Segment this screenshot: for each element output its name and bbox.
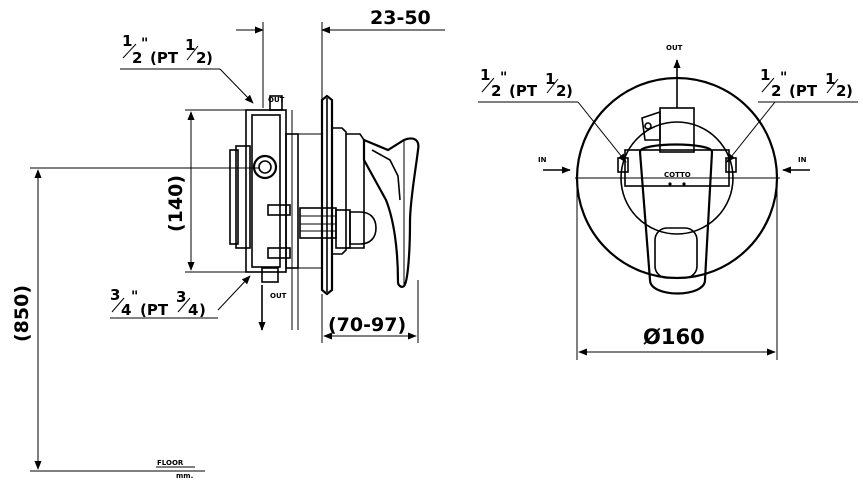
thread-top-whole: 1 — [122, 32, 132, 50]
thread-bottom-quote: " — [131, 289, 138, 305]
dim-protrusion-label: (70-97) — [328, 314, 406, 336]
dim-install-height: (850) FLOOR mm. — [11, 167, 260, 480]
front-right-whole: 1 — [760, 66, 770, 84]
thread-top-quote: " — [141, 36, 148, 52]
out-top-label: OUT — [268, 96, 285, 104]
thread-bottom-whole: 3 — [110, 286, 120, 304]
front-view: OUT COTTO IN IN 1 — [478, 44, 858, 360]
lever-front — [638, 143, 714, 295]
floor-label: FLOOR — [157, 459, 184, 467]
thread-top-den: 2 — [132, 49, 142, 67]
lever-handle — [362, 137, 420, 288]
front-right-pt-den: 2 — [836, 82, 846, 100]
diverter-knob — [299, 207, 377, 249]
dim-height: (140) — [165, 109, 246, 273]
front-in-left-label: IN — [538, 156, 547, 164]
front-left-pt: (PT — [509, 82, 538, 100]
dim-protrusion: (70-97) — [321, 280, 419, 343]
thread-bottom-pt-whole: 3 — [176, 288, 186, 306]
dim-diameter: Ø160 — [576, 180, 778, 360]
front-right-den: 2 — [771, 82, 781, 100]
front-left-pt-whole: 1 — [545, 70, 555, 88]
valve-body-side — [229, 95, 322, 330]
front-left-pt-close: ) — [566, 82, 573, 100]
front-out-label: OUT — [666, 44, 683, 52]
front-right-pt-close: ) — [846, 82, 853, 100]
thread-bottom-pt: (PT — [140, 301, 169, 319]
front-right-pt-whole: 1 — [825, 70, 835, 88]
front-left-whole: 1 — [480, 66, 490, 84]
front-right-pt: (PT — [789, 82, 818, 100]
front-thread-callout-right: 1 2 " (PT 1 2 ) — [726, 66, 858, 163]
cartridge-body-front — [617, 107, 737, 187]
thread-callout-top: 1 2 " (PT 1 2 ) — [120, 32, 254, 104]
out-bottom-label: OUT — [270, 292, 287, 300]
unit-label: mm. — [176, 472, 193, 480]
dim-depth-adjust-label: 23-50 — [370, 7, 431, 29]
thread-callout-bottom: 3 4 " (PT 3 4 ) — [110, 275, 251, 319]
front-thread-callout-left: 1 2 " (PT 1 2 ) — [478, 66, 627, 163]
thread-top-pt-close: ) — [206, 49, 213, 67]
front-right-quote: " — [780, 70, 787, 86]
thread-top-pt: (PT — [150, 49, 179, 67]
thread-bottom-pt-close: ) — [199, 301, 206, 319]
brand-mark: COTTO — [664, 171, 691, 179]
thread-top-pt-den: 2 — [196, 49, 206, 67]
dim-height-label: (140) — [165, 175, 187, 232]
escutcheon-side — [320, 94, 365, 296]
front-left-quote: " — [500, 70, 507, 86]
thread-bottom-pt-den: 4 — [188, 301, 198, 319]
side-view: 23-50 1 2 " (PT 1 2 ) OUT (140) — [11, 7, 445, 480]
thread-top-pt-whole: 1 — [185, 36, 195, 54]
front-left-den: 2 — [491, 82, 501, 100]
front-in-right-label: IN — [798, 156, 807, 164]
dim-install-height-label: (850) — [11, 285, 33, 342]
dim-depth-adjust: 23-50 — [236, 7, 445, 108]
dim-diameter-label: Ø160 — [643, 325, 705, 349]
thread-bottom-den: 4 — [121, 301, 131, 319]
front-left-pt-den: 2 — [556, 82, 566, 100]
